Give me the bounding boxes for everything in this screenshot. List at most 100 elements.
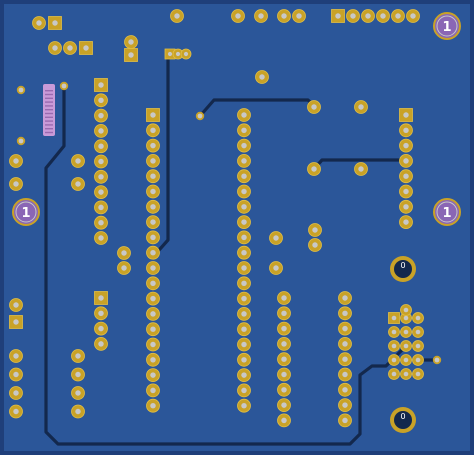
- round-pad: [400, 354, 412, 366]
- round-pad: [94, 108, 108, 123]
- round-pad: [9, 386, 23, 400]
- connector-pin: [45, 124, 53, 126]
- round-pad: [9, 298, 23, 312]
- round-pad: [146, 230, 160, 245]
- round-pad: [338, 382, 352, 397]
- round-pad: [180, 48, 192, 60]
- round-pad: [237, 261, 251, 275]
- round-pad: [277, 398, 291, 413]
- round-pad: [399, 169, 413, 184]
- square-pad: [9, 315, 23, 329]
- round-pad: [237, 368, 251, 383]
- round-pad: [399, 184, 413, 199]
- round-pad: [237, 215, 251, 230]
- round-pad: [406, 9, 420, 23]
- round-pad: [237, 123, 251, 138]
- round-pad: [146, 368, 160, 383]
- round-pad: [338, 352, 352, 367]
- round-pad: [388, 368, 400, 380]
- round-test-marker: 0: [390, 256, 416, 282]
- mounting-hole-label: 1: [442, 206, 451, 221]
- round-pad: [388, 354, 400, 366]
- round-pad: [71, 154, 85, 168]
- round-pad: [94, 336, 108, 351]
- round-pad: [237, 383, 251, 398]
- round-pad: [237, 184, 251, 199]
- round-pad: [388, 326, 400, 338]
- via-dots: [16, 81, 442, 365]
- square-pad: [94, 291, 108, 305]
- connector-pin: [45, 90, 53, 92]
- round-pad: [146, 245, 160, 260]
- round-pad: [354, 100, 368, 114]
- round-pad: [94, 93, 108, 108]
- square-pad: [399, 108, 413, 122]
- round-pad: [146, 123, 160, 138]
- round-pad: [308, 223, 322, 237]
- connector-pin: [45, 97, 53, 99]
- round-pad: [412, 368, 424, 380]
- round-pad: [361, 9, 375, 23]
- round-pad: [277, 367, 291, 382]
- round-pad: [346, 9, 360, 23]
- via-hole: [197, 113, 203, 119]
- round-pad: [94, 231, 108, 245]
- copper-pour: [4, 4, 470, 451]
- round-pad: [277, 291, 291, 305]
- via-hole: [434, 357, 440, 363]
- round-pad: [94, 139, 108, 154]
- round-pad: [146, 153, 160, 168]
- round-pad: [338, 306, 352, 321]
- round-pad: [117, 261, 131, 275]
- round-pad: [124, 35, 138, 49]
- round-pad: [400, 326, 412, 338]
- round-pad: [269, 261, 283, 275]
- round-pad: [170, 9, 184, 23]
- round-pad: [146, 169, 160, 184]
- usb-connector-footprint: [43, 84, 55, 136]
- round-pad: [338, 398, 352, 413]
- round-pad: [400, 304, 412, 316]
- square-pad: [124, 48, 138, 62]
- round-pad: [376, 9, 390, 23]
- round-pad: [237, 291, 251, 306]
- round-pad: [146, 138, 160, 153]
- round-pad: [94, 306, 108, 321]
- round-pad: [146, 322, 160, 337]
- mounting-hole: 1: [433, 12, 461, 40]
- round-pad: [391, 9, 405, 23]
- round-pad: [237, 169, 251, 184]
- round-pad: [308, 238, 322, 252]
- round-pad: [237, 352, 251, 367]
- round-pad: [277, 382, 291, 397]
- round-pad: [307, 100, 321, 114]
- round-test-marker: 0: [390, 407, 416, 433]
- round-pad: [32, 16, 46, 30]
- round-pad: [338, 291, 352, 305]
- connector-pin: [45, 131, 53, 134]
- round-pad: [255, 70, 269, 84]
- round-pad: [146, 352, 160, 367]
- trace-left-bus: [44, 84, 406, 446]
- via-hole: [61, 83, 67, 89]
- round-pad: [292, 9, 306, 23]
- round-marker-label: 0: [400, 261, 405, 270]
- round-pad: [146, 306, 160, 321]
- round-pad: [63, 41, 77, 55]
- round-pad: [94, 185, 108, 200]
- connector-pin: [45, 101, 53, 103]
- round-pad: [146, 276, 160, 291]
- mounting-hole: 1: [12, 198, 40, 226]
- round-pad: [94, 169, 108, 184]
- connector-pin: [45, 128, 53, 130]
- round-pad: [146, 291, 160, 306]
- round-pad: [9, 404, 23, 419]
- round-pad: [338, 336, 352, 351]
- square-pad: [94, 78, 108, 92]
- round-pad: [277, 352, 291, 367]
- round-pad: [237, 230, 251, 245]
- round-pad: [9, 349, 23, 363]
- round-pad: [237, 199, 251, 214]
- round-pad: [94, 154, 108, 169]
